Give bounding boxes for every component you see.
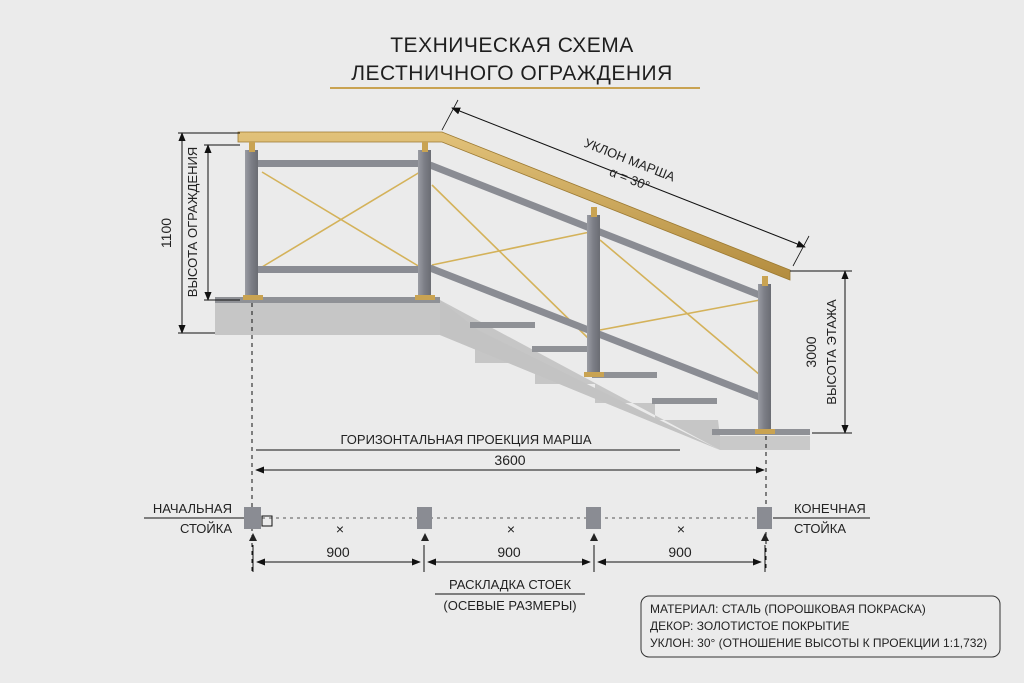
concrete-stair	[215, 297, 810, 450]
railing-height-label: ВЫСОТА ОГРАЖДЕНИЯ	[185, 147, 200, 297]
post-3	[587, 215, 600, 375]
post-1	[245, 150, 258, 298]
handrail	[237, 131, 791, 281]
spacing-marker-2: ×	[507, 521, 515, 537]
projection-value: 3600	[494, 452, 525, 468]
plan-post-1	[244, 507, 261, 529]
notes-box: МАТЕРИАЛ: СТАЛЬ (ПОРОШКОВАЯ ПОКРАСКА) ДЕ…	[640, 595, 1001, 658]
spacing-marker-3: ×	[677, 521, 685, 537]
title-line-2: ЛЕСТНИЧНОГО ОГРАЖДЕНИЯ	[351, 62, 673, 85]
note-slope: УКЛОН: 30° (ОТНОШЕНИЕ ВЫСОТЫ К ПРОЕКЦИИ …	[650, 636, 987, 650]
flat-rails	[250, 160, 426, 273]
spacing-3: 900	[668, 544, 692, 560]
end-post-label-2: СТОЙКА	[794, 521, 846, 536]
layout-caption-1: РАСКЛАДКА СТОЕК	[449, 577, 572, 592]
note-material: МАТЕРИАЛ: СТАЛЬ (ПОРОШКОВАЯ ПОКРАСКА)	[650, 602, 926, 616]
spacing-1: 900	[326, 544, 350, 560]
post-2	[418, 150, 431, 298]
plan-post-2	[417, 507, 432, 529]
railing-posts	[243, 142, 775, 434]
railing-height-dimension	[178, 132, 240, 334]
floor-height-label: ВЫСОТА ЭТАЖА	[824, 299, 839, 405]
post-layout-plan: × × × 900 900 900 НАЧАЛЬНАЯ СТОЙКА КОНЕЧ…	[144, 501, 870, 613]
spacing-marker-1: ×	[336, 521, 344, 537]
end-post-label-1: КОНЕЧНАЯ	[794, 501, 866, 516]
floor-height-dimension	[790, 270, 852, 434]
layout-caption-2: (ОСЕВЫЕ РАЗМЕРЫ)	[443, 598, 576, 613]
post-4	[758, 284, 771, 432]
floor-height-value: 3000	[803, 336, 819, 367]
railing-height-value: 1100	[158, 218, 174, 248]
title-line-1: ТЕХНИЧЕСКАЯ СХЕМА	[390, 34, 634, 57]
projection-label: ГОРИЗОНТАЛЬНАЯ ПРОЕКЦИЯ МАРША	[340, 432, 591, 447]
note-decor: ДЕКОР: ЗОЛОТИСТОЕ ПОКРЫТИЕ	[650, 619, 849, 633]
start-post-label-1: НАЧАЛЬНАЯ	[153, 501, 232, 516]
start-post-label-2: СТОЙКА	[180, 521, 232, 536]
plan-post-4	[757, 507, 772, 529]
spacing-2: 900	[497, 544, 521, 560]
plan-post-3	[586, 507, 601, 529]
